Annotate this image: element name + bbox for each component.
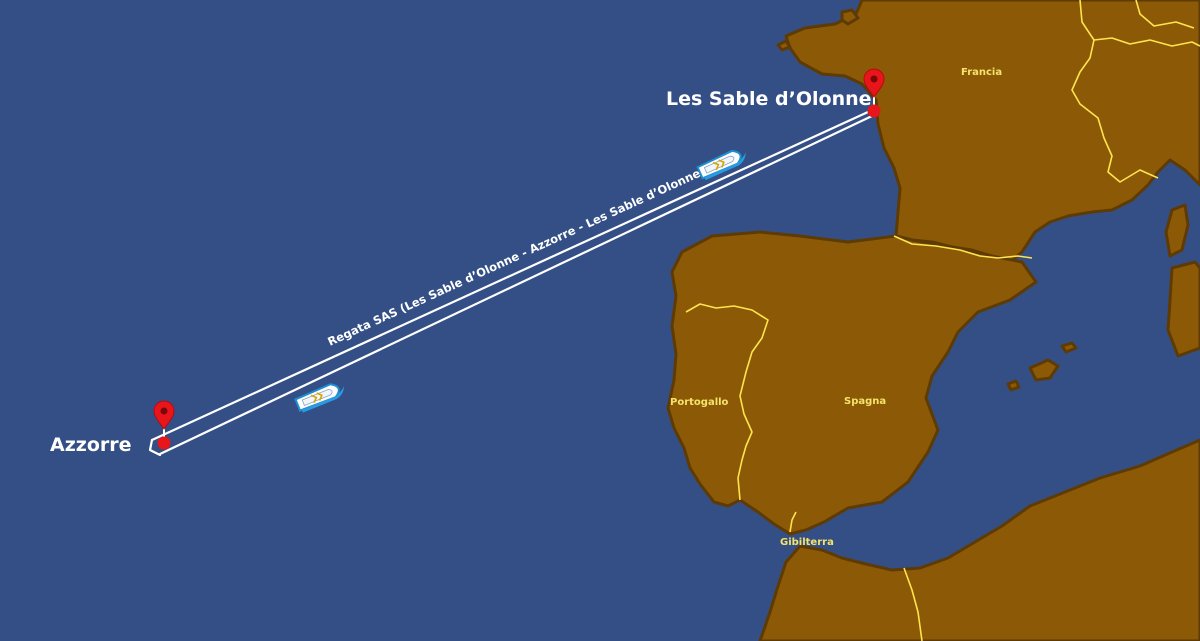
island-corsica xyxy=(1164,203,1190,258)
border-france-east xyxy=(1071,0,1159,183)
sailboat-icon[interactable] xyxy=(696,146,749,181)
border-switzerland xyxy=(1093,37,1200,47)
borders xyxy=(685,0,1200,641)
border-portugal-spain xyxy=(685,303,769,501)
map-pin-icon[interactable] xyxy=(153,400,175,450)
regatta-route[interactable] xyxy=(148,110,874,457)
landmass-iberia xyxy=(666,230,1038,536)
border-gibraltar xyxy=(789,511,797,533)
place-label-azores: Azzorre xyxy=(50,434,132,456)
island-mallorca xyxy=(1028,358,1060,382)
landmass-north-africa xyxy=(758,438,1200,641)
border-africa xyxy=(903,567,923,641)
map-pin-icon[interactable] xyxy=(863,68,885,118)
country-label-portugal: Portogallo xyxy=(670,397,729,408)
country-label-france: Francia xyxy=(961,67,1002,78)
place-label-les-sables: Les Sable d’Olonne xyxy=(666,88,872,110)
island-sardinia xyxy=(1166,260,1200,358)
border-central-europe xyxy=(1135,0,1195,29)
land xyxy=(666,0,1200,641)
island-brittany xyxy=(776,39,792,52)
island-ibiza xyxy=(1006,379,1021,392)
island-menorca xyxy=(1060,341,1078,354)
country-label-spain: Spagna xyxy=(844,396,886,407)
country-label-gibraltar: Gibilterra xyxy=(780,537,834,548)
sailboat-icon[interactable] xyxy=(294,380,347,414)
island-channel xyxy=(840,8,860,26)
route-leg-return[interactable] xyxy=(158,114,874,456)
route-turn-azores[interactable] xyxy=(148,438,162,457)
route-leg-outbound[interactable] xyxy=(150,110,870,442)
border-france-spain xyxy=(893,235,1033,259)
